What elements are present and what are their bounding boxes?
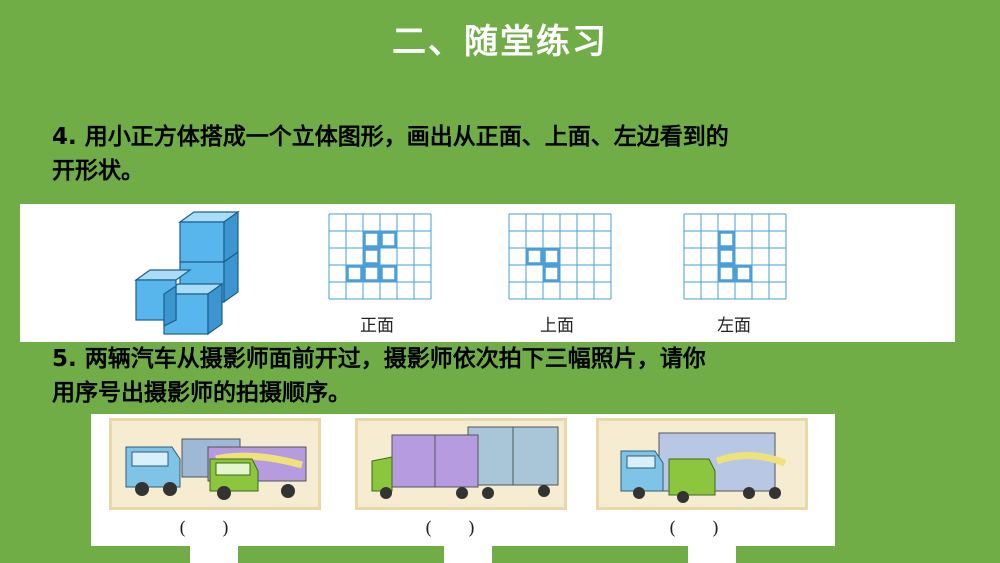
view-cell	[380, 231, 397, 248]
photo-2	[355, 418, 567, 510]
question-4-text: 4. 用小正方体搭成一个立体图形，画出从正面、上面、左边看到的 开形状。	[52, 120, 932, 188]
view-cell	[363, 231, 380, 248]
view-cell	[363, 248, 380, 265]
question-5-line-2: 用序号出摄影师的拍摄顺序。	[52, 380, 351, 406]
front-view-grid	[328, 213, 432, 300]
answer-box-2[interactable]	[444, 543, 492, 563]
view-cell	[380, 265, 397, 282]
page-title: 二、随堂练习	[392, 22, 608, 62]
photo-3	[596, 418, 808, 510]
answer-box-1[interactable]	[190, 543, 238, 563]
question-5-line-1: 5. 两辆汽车从摄影师面前开过，摄影师依次拍下三幅照片，请你	[52, 346, 706, 372]
view-cell	[718, 265, 735, 282]
question-4-line-2: 开形状。	[52, 158, 144, 184]
question-4-figure-panel: 正面 上面 左面	[20, 204, 955, 342]
view-cell	[543, 248, 560, 265]
answer-slot-1[interactable]: ( )	[179, 518, 230, 539]
truck-photo-2-illustration	[371, 426, 559, 499]
view-cell	[718, 231, 735, 248]
view-cell	[735, 265, 752, 282]
view-cell	[543, 265, 560, 282]
view-cell	[346, 265, 363, 282]
photo-1	[109, 418, 321, 510]
truck-photo-3-illustration	[620, 432, 787, 503]
question-5-text: 5. 两辆汽车从摄影师面前开过，摄影师依次拍下三幅照片，请你 用序号出摄影师的拍…	[52, 342, 932, 410]
top-view-label: 上面	[540, 316, 574, 336]
top-view-grid	[508, 213, 612, 300]
question-4-line-1: 4. 用小正方体搭成一个立体图形，画出从正面、上面、左边看到的	[52, 124, 729, 150]
answer-slot-3[interactable]: ( )	[669, 518, 720, 539]
left-view-label: 左面	[717, 316, 751, 336]
cube-stack-illustration	[134, 210, 240, 336]
answer-slot-2[interactable]: ( )	[425, 518, 476, 539]
view-cell	[363, 265, 380, 282]
answer-box-3[interactable]	[688, 543, 736, 563]
view-cell	[718, 248, 735, 265]
front-view-label: 正面	[360, 316, 394, 336]
left-view-grid	[683, 213, 787, 300]
view-cell	[526, 248, 543, 265]
question-5-photo-panel: ( ) ( ) ( )	[91, 414, 835, 546]
truck-photo-1-illustration	[125, 438, 307, 500]
